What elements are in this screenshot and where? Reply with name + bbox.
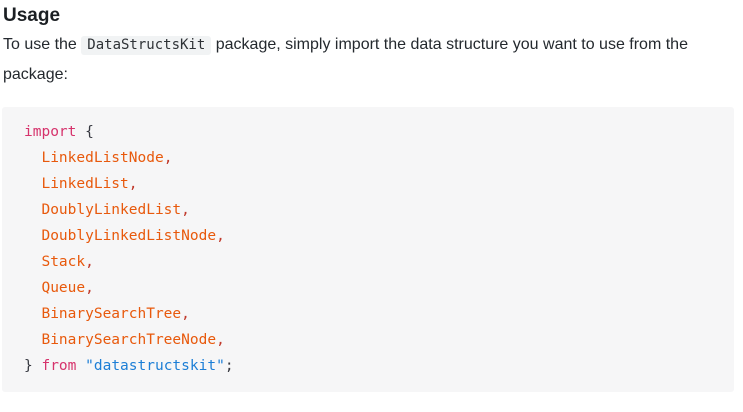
code-token-plain (24, 332, 41, 348)
code-token-comma: , (181, 306, 190, 322)
code-line: Stack, (24, 249, 718, 275)
code-token-plain (24, 228, 41, 244)
paragraph-text-after: package, simply import the data structur… (3, 36, 688, 83)
code-line: BinarySearchTreeNode, (24, 327, 718, 353)
paragraph-text-before: To use the (3, 36, 82, 53)
code-token-plain (76, 358, 85, 374)
code-line: import { (24, 119, 718, 145)
code-line: DoublyLinkedListNode, (24, 223, 718, 249)
code-token-class-name: Stack (41, 254, 86, 270)
code-token-punctuation: { (85, 124, 94, 140)
code-token-plain (24, 280, 41, 296)
code-token-comma: , (181, 202, 190, 218)
code-token-plain (76, 124, 85, 140)
code-token-class-name: Queue (41, 280, 86, 296)
usage-paragraph: To use the DataStructsKit package, simpl… (3, 30, 723, 90)
code-token-comma: , (216, 228, 225, 244)
code-line: Queue, (24, 275, 718, 301)
code-token-class-name: DoublyLinkedListNode (41, 228, 217, 244)
code-line: LinkedListNode, (24, 145, 718, 171)
code-token-class-name: BinarySearchTreeNode (41, 332, 217, 348)
code-token-class-name: LinkedListNode (41, 150, 164, 166)
code-token-comma: , (85, 254, 94, 270)
code-line: BinarySearchTree, (24, 301, 718, 327)
code-token-class-name: BinarySearchTree (41, 306, 182, 322)
code-token-plain (24, 176, 41, 192)
code-line: DoublyLinkedList, (24, 197, 718, 223)
code-block: import { LinkedListNode, LinkedList, Dou… (2, 107, 734, 392)
code-token-plain (24, 306, 41, 322)
code-line: LinkedList, (24, 171, 718, 197)
code-line: } from "datastructskit"; (24, 353, 718, 379)
usage-heading: Usage (3, 5, 61, 26)
code-token-plain (24, 254, 41, 270)
code-token-plain (24, 202, 41, 218)
code-token-plain (24, 150, 41, 166)
code-token-punctuation: } (24, 358, 33, 374)
code-lines: import { LinkedListNode, LinkedList, Dou… (24, 119, 718, 379)
inline-code-package-name: DataStructsKit (81, 36, 212, 55)
code-token-punctuation: ; (224, 358, 234, 374)
code-token-keyword: from (41, 358, 77, 374)
code-token-class-name: LinkedList (41, 176, 129, 192)
code-token-comma: , (85, 280, 94, 296)
code-token-comma: , (216, 332, 225, 348)
code-token-comma: , (128, 176, 138, 192)
code-token-class-name: DoublyLinkedList (41, 202, 182, 218)
code-token-keyword: import (24, 124, 77, 140)
code-token-string: "datastructskit" (85, 358, 225, 374)
code-token-comma: , (163, 150, 173, 166)
